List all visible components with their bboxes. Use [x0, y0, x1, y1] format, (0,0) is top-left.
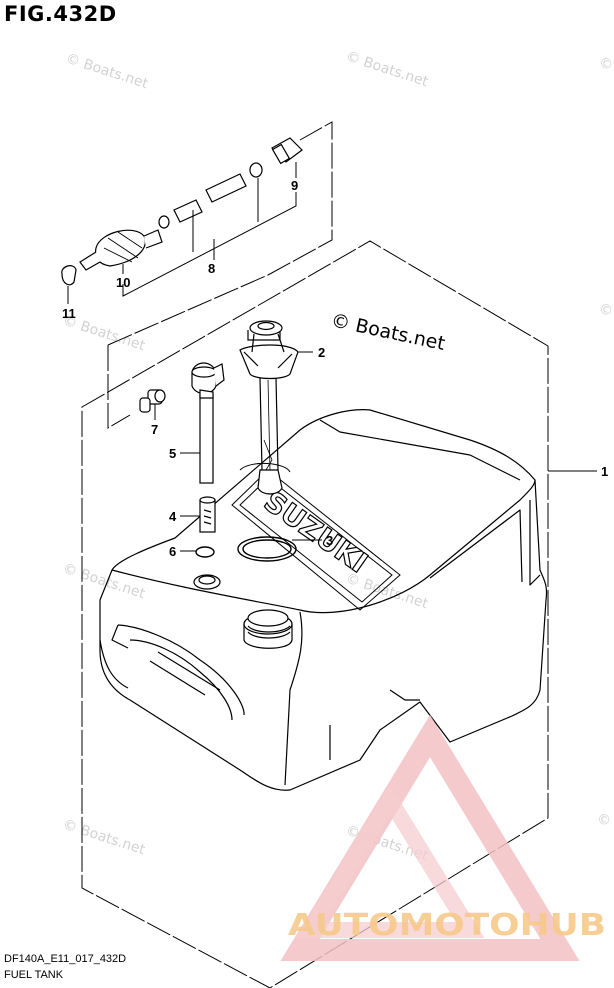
gauge-boss: [239, 463, 291, 473]
watermark: © Boats.net: [61, 561, 148, 603]
callout-9: 9: [291, 178, 298, 193]
callout-2: 2: [318, 345, 325, 360]
assembly-frame: [81, 240, 549, 988]
vent-boss: [193, 574, 221, 590]
suction-pipe: [191, 362, 225, 484]
callout-10: 10: [116, 275, 130, 290]
hose-kit-frame: [107, 345, 131, 429]
logo-text: AUTOMOTOHUB: [288, 908, 606, 943]
watermark: © Boats.net: [597, 55, 614, 97]
watermark: © Boats.net: [61, 817, 148, 859]
callouts: 1 2 3 4 5 6 7 8 9 10 11: [62, 178, 608, 559]
callout-5: 5: [169, 446, 176, 461]
hose-kit: [61, 137, 303, 286]
automotohub-logo: AUTOMOTOHUB: [280, 714, 606, 961]
watermarks: © Boats.net © Boats.net © Boats.net © Bo…: [61, 49, 614, 865]
callout-4: 4: [169, 509, 177, 524]
figure-title: FIG.432D: [4, 2, 117, 26]
figure-caption: FUEL TANK: [4, 969, 64, 981]
watermark: © Boats.net: [344, 571, 431, 613]
filler-cap: [243, 609, 293, 649]
connector-fitting: [139, 389, 166, 413]
callout-7: 7: [151, 422, 158, 437]
hose-kit-frame-top: [107, 121, 333, 346]
watermark: © Boats.net: [344, 49, 431, 91]
strainer: [199, 496, 216, 533]
fuel-tank: [99, 409, 548, 791]
gauge-gasket: [237, 536, 297, 562]
o-ring: [195, 546, 215, 558]
watermark: © Boats.net: [64, 51, 151, 93]
callout-1: 1: [601, 464, 608, 479]
leader-lines: [67, 162, 597, 552]
watermark: © Boats.net: [597, 301, 614, 343]
figure-code: DF140A_E11_017_432D: [4, 953, 127, 965]
callout-6: 6: [169, 544, 176, 559]
callout-8: 8: [208, 261, 215, 276]
copyright-label: © Boats.net: [329, 309, 447, 355]
fuel-gauge: [239, 320, 299, 495]
callout-11: 11: [62, 306, 76, 321]
watermark: © Boats.net: [595, 811, 614, 853]
callout-3: 3: [326, 533, 333, 548]
